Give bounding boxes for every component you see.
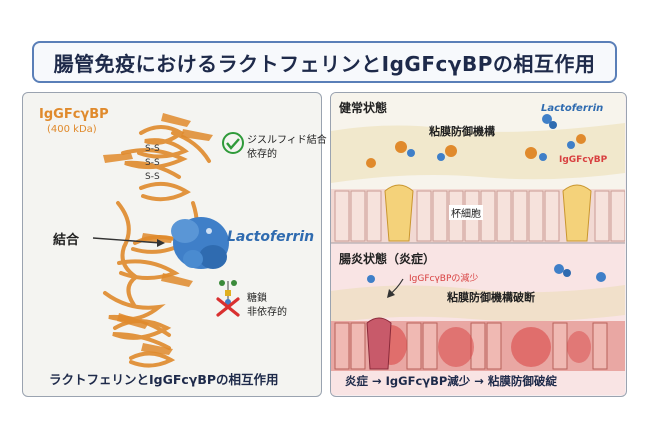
thin-mucus-layer bbox=[331, 285, 625, 323]
check-circle-icon bbox=[222, 132, 244, 154]
inflamed-molecules bbox=[367, 264, 606, 283]
title-banner: 腸管免疫におけるラクトフェリンとIgGFcγBPの相互作用 bbox=[32, 41, 617, 83]
ss-bond-3: S-S bbox=[145, 172, 160, 182]
right-caption: 炎症 → IgGFcγBP減少 → 粘膜防御破綻 bbox=[345, 374, 557, 388]
protein-name: IgGFcγBP bbox=[39, 107, 109, 122]
igg-decrease-label: IgGFcγBPの減少 bbox=[409, 274, 479, 284]
healthy-title: 健常状態 bbox=[339, 101, 388, 115]
goblet-cell-label: 杯細胞 bbox=[449, 205, 483, 220]
glycan-label-1: 糖鎖 bbox=[247, 293, 267, 304]
protein-strands bbox=[103, 113, 213, 355]
ss-bond-1: S-S bbox=[145, 144, 160, 154]
ss-bond-2: S-S bbox=[145, 158, 160, 168]
left-caption: ラクトフェリンとIgGFcγBPの相互作用 bbox=[49, 372, 279, 387]
barrier-breakdown-label: 粘膜防御機構破断 bbox=[447, 291, 535, 304]
disulfide-label-1: ジスルフィド結合 bbox=[247, 135, 327, 146]
glycan-label-2: 非依存的 bbox=[247, 307, 287, 318]
protein-structure-illustration: S-S S-S S-S bbox=[92, 113, 244, 368]
healthy-molecules bbox=[366, 114, 586, 168]
inflamed-title: 腸炎状態（炎症） bbox=[339, 252, 436, 266]
protein-mass: (400 kDa) bbox=[47, 124, 97, 135]
lactoferrin-label: Lactoferrin bbox=[227, 229, 315, 245]
goblet-cell bbox=[384, 184, 592, 242]
cross-icon bbox=[216, 297, 240, 317]
inflamed-epithelium bbox=[331, 317, 625, 371]
lactoferrin-label-right: Lactoferrin bbox=[541, 103, 604, 114]
disulfide-bonds: S-S S-S S-S bbox=[145, 144, 160, 182]
page-title: 腸管免疫におけるラクトフェリンとIgGFcγBPの相互作用 bbox=[53, 51, 596, 76]
lactoferrin-molecule bbox=[171, 217, 229, 269]
binding-label: 結合 bbox=[53, 233, 80, 248]
disulfide-label-2: 依存的 bbox=[247, 149, 277, 160]
right-panel-states: 健常状態 Lactoferrin 粘膜防御機構 IgGFcγBP 杯細胞 腸炎状… bbox=[330, 92, 627, 397]
arrow-icon bbox=[387, 278, 404, 298]
arrow-icon bbox=[92, 237, 165, 247]
igg-label-right: IgGFcγBP bbox=[559, 155, 608, 165]
intestine-illustration bbox=[331, 93, 625, 395]
mucus-layer bbox=[331, 123, 625, 183]
left-panel-interaction: S-S S-S S-S bbox=[22, 92, 327, 397]
mucosal-barrier-label: 粘膜防御機構 bbox=[429, 125, 495, 138]
glycan-icon bbox=[219, 280, 237, 305]
